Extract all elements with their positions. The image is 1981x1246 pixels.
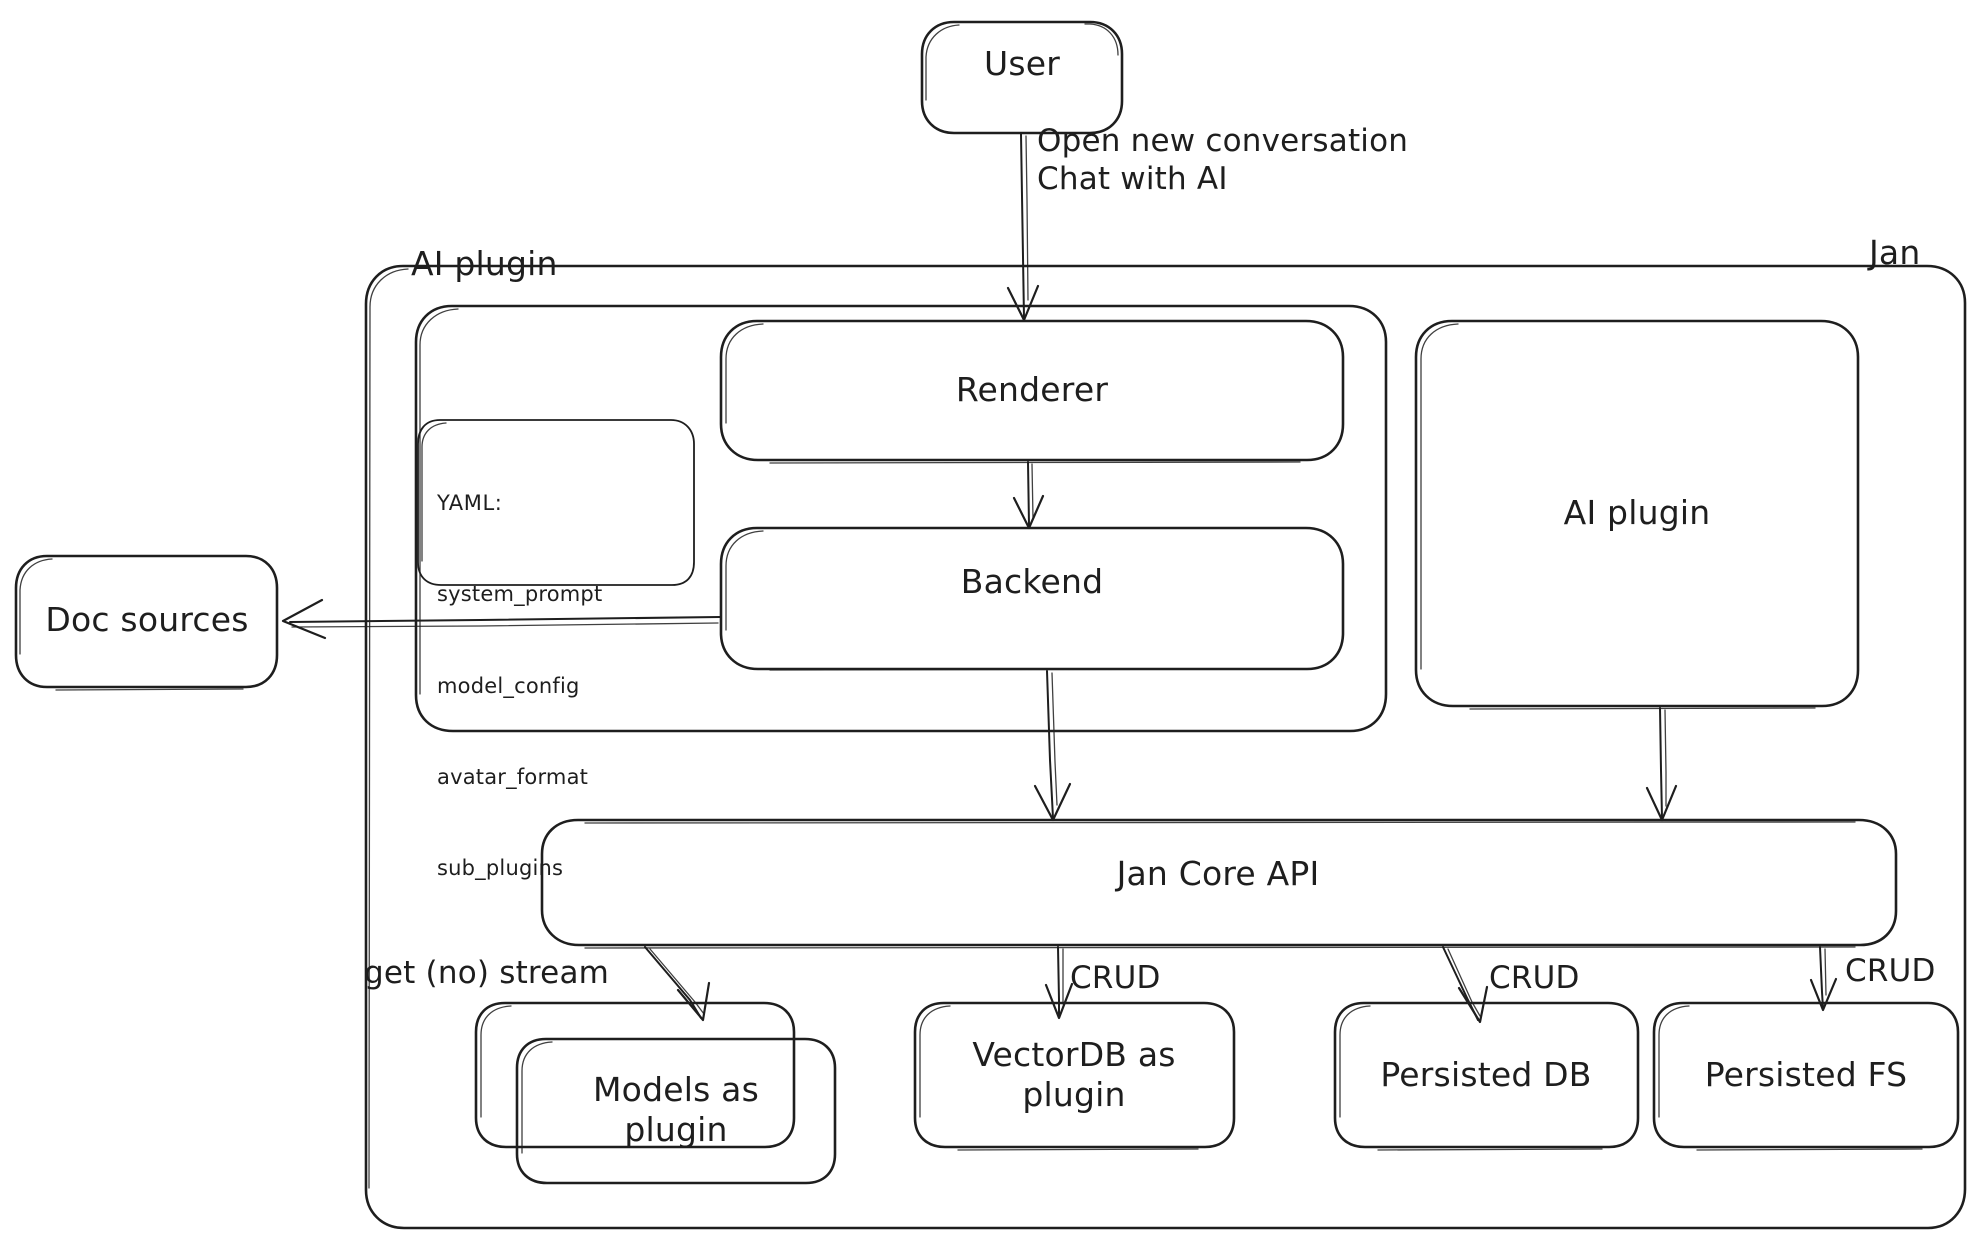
- yaml-item-sub-plugins: sub_plugins: [437, 856, 564, 881]
- backend-box-shape: [719, 526, 1345, 671]
- renderer-label: Renderer: [955, 369, 1109, 409]
- edge-ai-plugin-to-core: [1645, 707, 1678, 822]
- models-plugin-front-shape: [515, 1037, 837, 1185]
- renderer-box-shape: [719, 319, 1345, 464]
- vectordb-plugin-label: VectorDB as plugin: [972, 1034, 1176, 1114]
- doc-sources-box-shape: [14, 554, 279, 691]
- yaml-item-avatar-format: avatar_format: [437, 764, 589, 789]
- ai-plugin-box-label: AI plugin: [1563, 492, 1711, 532]
- edge-core-to-persisted-db: [1442, 946, 1489, 1024]
- backend-label: Backend: [960, 561, 1104, 601]
- edge-label-get-no-stream: get (no) stream: [364, 955, 610, 991]
- ai-plugin-group-shape: [414, 304, 1388, 733]
- edge-renderer-to-backend: [1012, 461, 1045, 530]
- persisted-db-label: Persisted DB: [1380, 1054, 1592, 1094]
- vectordb-plugin-shape: [913, 1001, 1236, 1151]
- user-box-shape: [920, 20, 1124, 135]
- edge-user-to-renderer: [1006, 133, 1040, 322]
- persisted-fs-label: Persisted FS: [1704, 1054, 1908, 1094]
- jan-container-shape: [364, 264, 1967, 1230]
- edge-backend-to-doc-sources: [281, 598, 721, 640]
- edge-label-crud-vectordb: CRUD: [1070, 960, 1161, 996]
- doc-sources-label: Doc sources: [45, 599, 249, 639]
- edge-core-to-persisted-fs: [1809, 946, 1838, 1012]
- edge-label-crud-persisted-db: CRUD: [1489, 960, 1580, 996]
- yaml-item-system-prompt: system_prompt: [437, 582, 603, 607]
- yaml-card: YAML: system_prompt model_config avatar_…: [437, 427, 602, 944]
- persisted-db-shape: [1333, 1001, 1640, 1151]
- yaml-head: YAML:: [437, 490, 503, 515]
- jan-core-api-shape: [540, 818, 1898, 949]
- models-plugin-back-shape: [474, 1001, 796, 1149]
- yaml-item-model-config: model_config: [437, 673, 580, 698]
- user-label: User: [983, 43, 1061, 83]
- yaml-card-shape: [417, 419, 695, 586]
- edge-core-to-vectordb: [1044, 946, 1074, 1020]
- jan-core-api-label: Jan Core API: [1116, 853, 1320, 893]
- edge-backend-to-core: [1033, 670, 1072, 822]
- edge-core-to-models: [644, 946, 711, 1022]
- models-plugin-label: Models as plugin: [593, 1069, 759, 1149]
- ai-plugin-group-label: AI plugin: [411, 244, 558, 283]
- jan-container-label: Jan: [1869, 233, 1921, 272]
- ai-plugin-box-shape: [1414, 319, 1860, 710]
- persisted-fs-shape: [1652, 1001, 1960, 1151]
- edge-label-crud-persisted-fs: CRUD: [1845, 953, 1936, 989]
- edge-label-open-new-conversation: Open new conversation Chat with AI: [1037, 123, 1409, 197]
